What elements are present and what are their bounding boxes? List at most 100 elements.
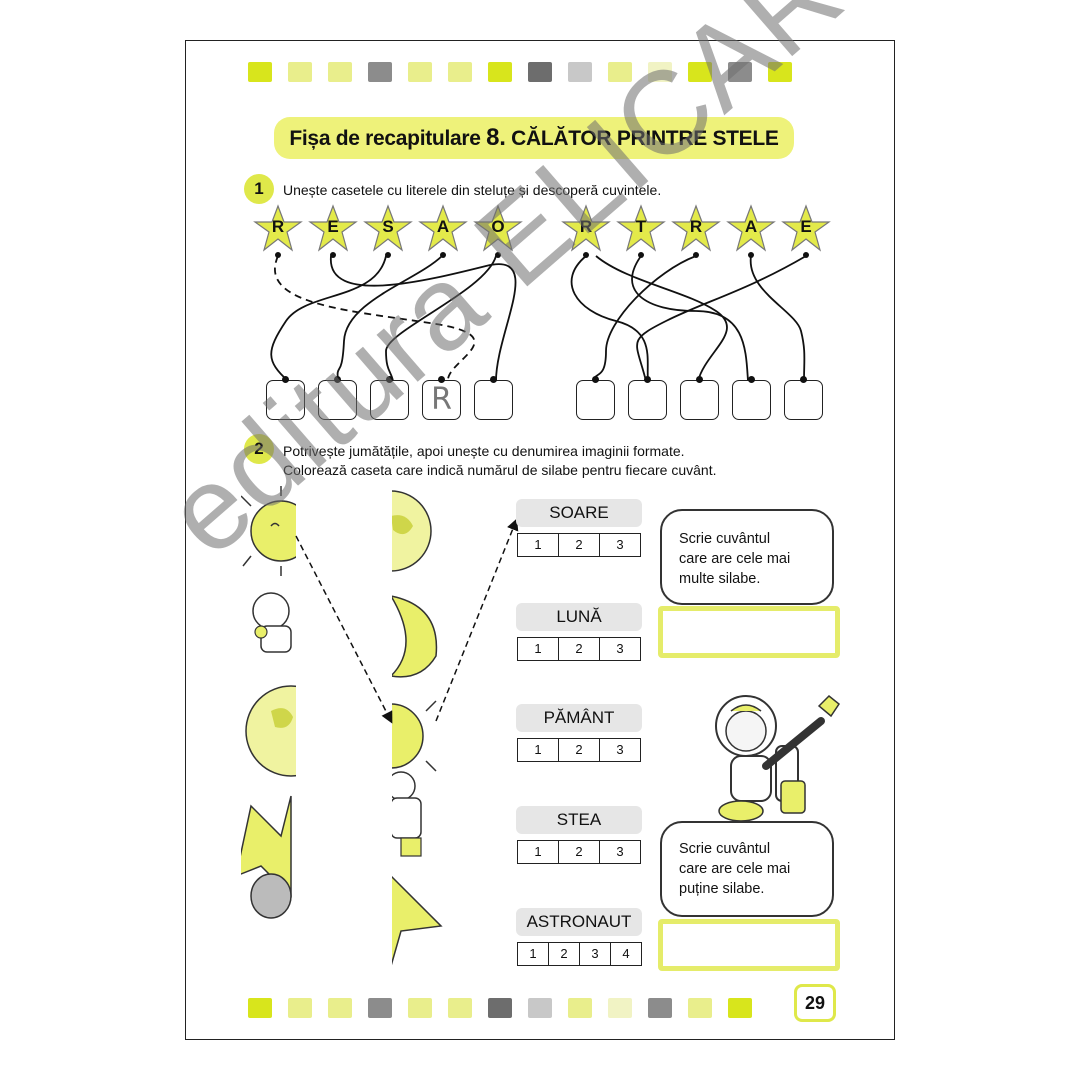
connector-dot bbox=[334, 376, 341, 383]
cloud-fewest-syllables bbox=[660, 821, 834, 917]
letter-star: A bbox=[418, 204, 468, 258]
color-square bbox=[648, 62, 672, 82]
connector-dot bbox=[748, 376, 755, 383]
moon-half-right bbox=[389, 594, 438, 678]
word-label: PĂMÂNT bbox=[543, 708, 615, 727]
color-square bbox=[568, 62, 592, 82]
answer-box[interactable] bbox=[576, 380, 615, 420]
connector-dot bbox=[592, 376, 599, 383]
syllable-option[interactable]: 3 bbox=[616, 537, 624, 552]
answer-box[interactable] bbox=[628, 380, 667, 420]
syllable-option[interactable]: 2 bbox=[559, 638, 600, 660]
color-square bbox=[528, 62, 552, 82]
syllable-option[interactable]: 1 bbox=[518, 534, 559, 556]
cloud-most-line-2: care are cele mai bbox=[679, 551, 791, 567]
cloud-fewest-text: Scrie cuvântul care are cele mai puține … bbox=[679, 839, 790, 899]
cloud-most-line-3: multe silabe. bbox=[679, 571, 761, 587]
exercise-2-instruction-1: Potrivește jumătățile, apoi unește cu de… bbox=[283, 443, 685, 459]
star-half-right bbox=[390, 874, 443, 967]
color-square bbox=[648, 998, 672, 1018]
letter-star: R bbox=[253, 204, 303, 258]
connector-dot bbox=[693, 252, 699, 258]
letter-star: E bbox=[781, 204, 831, 258]
color-square bbox=[288, 62, 312, 82]
color-square bbox=[688, 998, 712, 1018]
word-highlight bbox=[516, 499, 642, 527]
answer-box[interactable] bbox=[784, 380, 823, 420]
syllable-option[interactable]: 3 bbox=[580, 943, 611, 965]
color-square bbox=[408, 62, 432, 82]
answer-box[interactable] bbox=[732, 380, 771, 420]
answer-box[interactable] bbox=[266, 380, 305, 420]
syllable-option[interactable]: 1 bbox=[518, 739, 559, 761]
letter-star: S bbox=[363, 204, 413, 258]
star-letter: R bbox=[689, 217, 703, 236]
color-square bbox=[448, 62, 472, 82]
answer-most-syllables[interactable] bbox=[658, 606, 840, 658]
connector-dot bbox=[495, 252, 501, 258]
example-arrows bbox=[295, 518, 519, 724]
cloud-fewest-line-2: care are cele mai bbox=[679, 861, 791, 877]
letter-star: R bbox=[561, 204, 611, 258]
connector-dot bbox=[800, 376, 807, 383]
connector-dot bbox=[330, 252, 336, 258]
connector-dot bbox=[583, 252, 589, 258]
answer-box[interactable] bbox=[680, 380, 719, 420]
syllable-option[interactable]: 2 bbox=[559, 841, 600, 863]
syllable-option[interactable]: 3 bbox=[616, 641, 624, 656]
moon-half-left bbox=[250, 873, 292, 919]
exercise-1-badge: 1 bbox=[244, 174, 274, 204]
answer-box[interactable] bbox=[370, 380, 409, 420]
connector-dot bbox=[440, 252, 446, 258]
star-letter: E bbox=[800, 217, 812, 236]
star-letter: A bbox=[436, 217, 450, 236]
connector-dot bbox=[438, 376, 445, 383]
exercise-2-badge: 2 bbox=[244, 434, 274, 464]
syllable-option[interactable]: 2 bbox=[559, 534, 600, 556]
cloud-fewest-line-1: Scrie cuvântul bbox=[679, 841, 771, 857]
syllable-option[interactable]: 1 bbox=[518, 841, 559, 863]
answer-box[interactable] bbox=[318, 380, 357, 420]
color-square bbox=[448, 998, 472, 1018]
syllable-option[interactable]: 4 bbox=[622, 946, 630, 961]
syllable-option[interactable]: 1 bbox=[518, 638, 559, 660]
word-highlight bbox=[516, 603, 642, 631]
color-square bbox=[568, 998, 592, 1018]
syllable-option[interactable]: 3 bbox=[616, 844, 624, 859]
color-square bbox=[608, 62, 632, 82]
astronaut-illustration bbox=[715, 694, 841, 822]
color-square bbox=[248, 998, 272, 1018]
syllable-option[interactable]: 1 bbox=[518, 943, 549, 965]
syllable-option[interactable]: 2 bbox=[549, 943, 580, 965]
answer-fewest-syllables[interactable] bbox=[658, 919, 840, 971]
title-main: CĂLĂTOR PRINTRE STELE bbox=[505, 127, 779, 150]
color-square bbox=[608, 998, 632, 1018]
color-square bbox=[328, 998, 352, 1018]
letter-star: A bbox=[726, 204, 776, 258]
color-square bbox=[728, 62, 752, 82]
answer-box[interactable]: R bbox=[422, 380, 461, 420]
connector-dot bbox=[490, 376, 497, 383]
word-highlight bbox=[516, 806, 642, 834]
page-title: Fișa de recapitulare 8. CĂLĂTOR PRINTRE … bbox=[274, 117, 794, 159]
syllable-option[interactable]: 2 bbox=[559, 739, 600, 761]
star-letter: T bbox=[635, 217, 647, 236]
connector-dot bbox=[638, 252, 644, 258]
color-square bbox=[768, 62, 792, 82]
star-letter: A bbox=[744, 217, 758, 236]
connector-dot bbox=[386, 376, 393, 383]
syllable-option[interactable]: 3 bbox=[616, 742, 624, 757]
letter-star: T bbox=[616, 204, 666, 258]
color-square bbox=[328, 62, 352, 82]
color-square bbox=[728, 998, 752, 1018]
exercise-1-instruction: Unește casetele cu literele din steluțe … bbox=[283, 182, 662, 198]
title-number: 8. bbox=[486, 124, 506, 151]
star-letter: R bbox=[271, 217, 285, 236]
connector-dot bbox=[385, 252, 391, 258]
answer-box[interactable] bbox=[474, 380, 513, 420]
astronaut-half-right bbox=[386, 771, 422, 857]
title-highlight bbox=[274, 117, 794, 159]
